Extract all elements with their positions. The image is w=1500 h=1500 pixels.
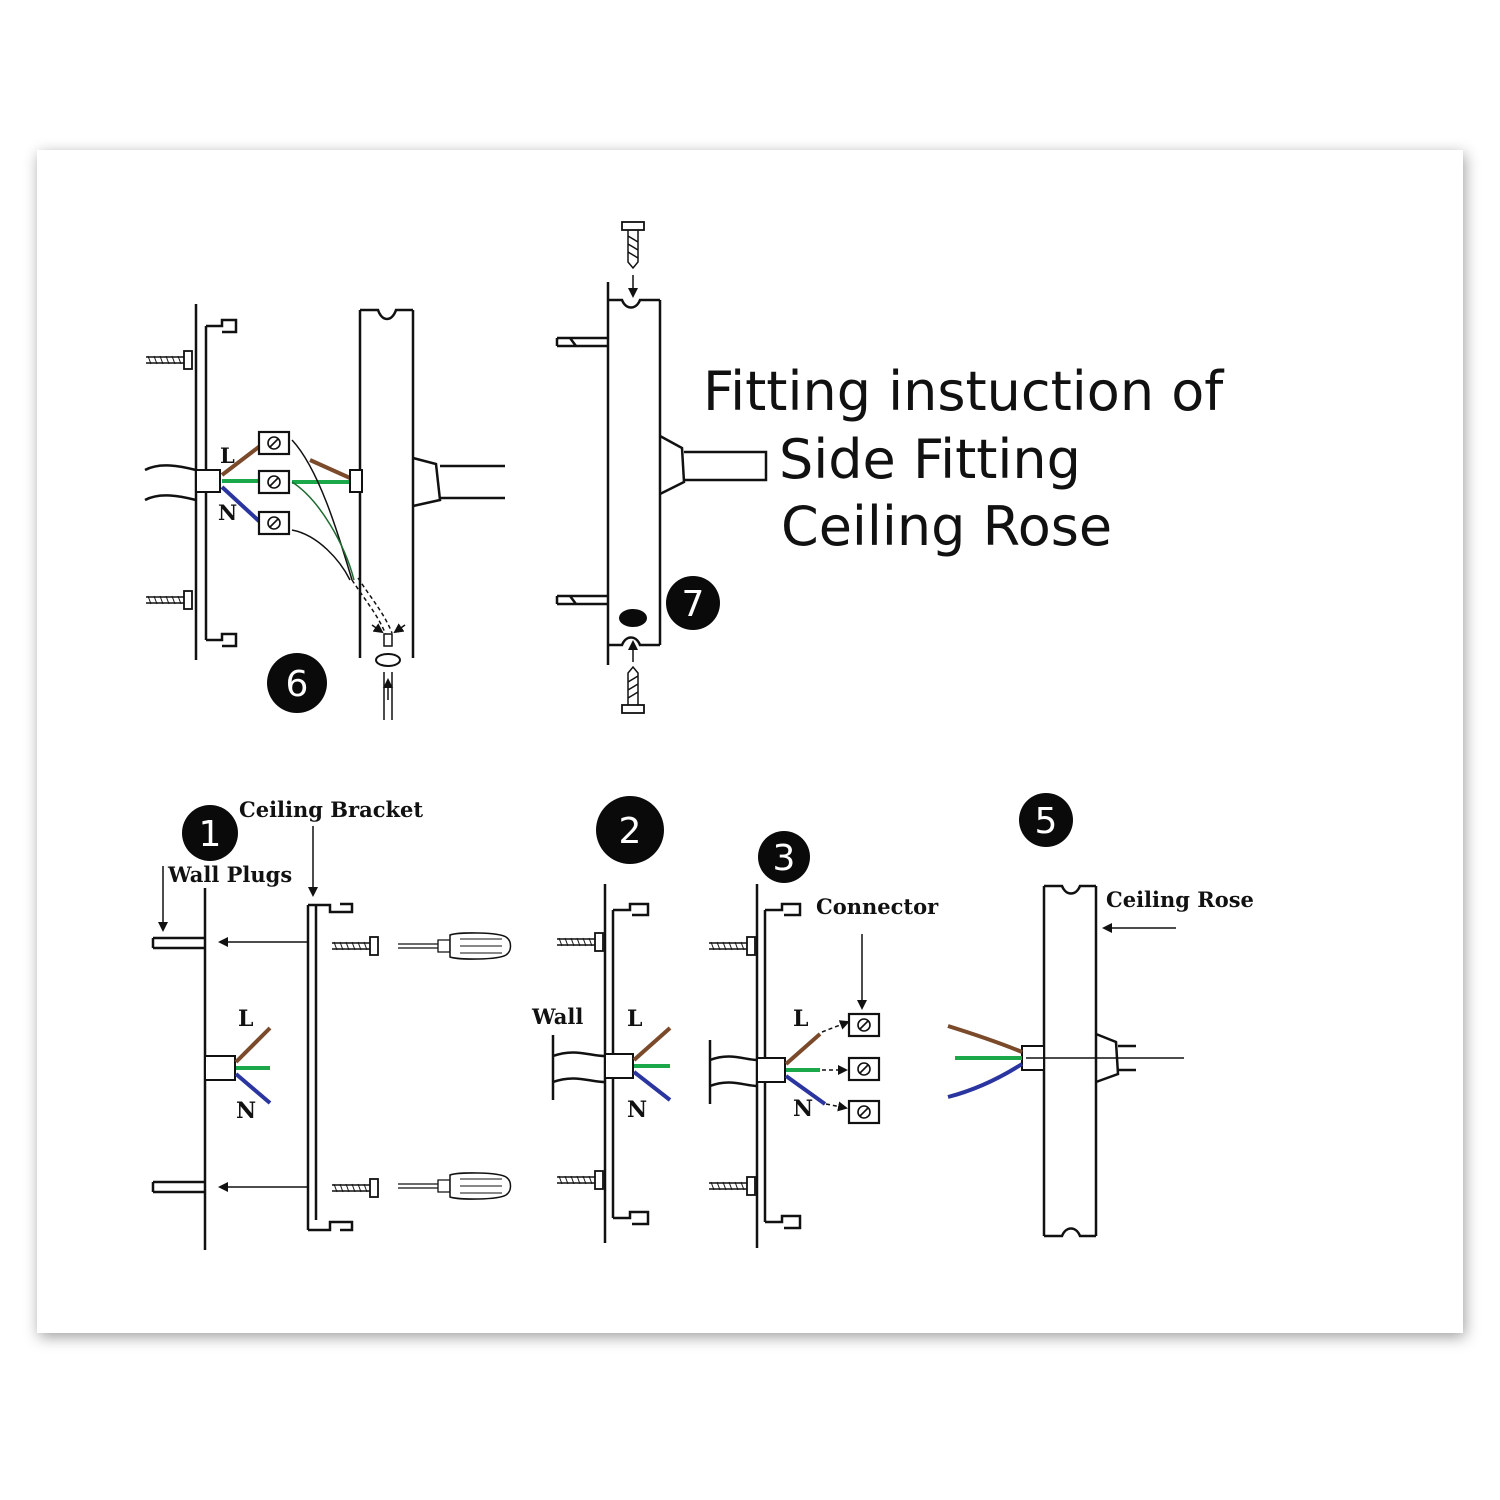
- step-3-number: 3: [773, 838, 796, 879]
- step-1-diagram: [151, 826, 512, 1250]
- step-6-diagram: [144, 304, 505, 720]
- title-line-1: Fitting instuction of: [703, 360, 1225, 423]
- ceiling-bracket-label: Ceiling Bracket: [239, 797, 423, 822]
- step-3-diagram: [708, 884, 881, 1248]
- step-6-live-label: L: [220, 443, 235, 468]
- step-6-neutral-label: N: [218, 500, 237, 525]
- step-2-diagram: [551, 884, 672, 1243]
- step-6-number: 6: [286, 664, 309, 705]
- step-1-badge: [182, 805, 238, 861]
- step-3-live-label: L: [793, 1006, 808, 1032]
- connector-label: Connector: [816, 894, 939, 919]
- step-5-diagram: [947, 884, 1184, 1238]
- step-2-number: 2: [619, 811, 642, 852]
- step-2-neutral-label: N: [627, 1097, 647, 1123]
- title-line-3: Ceiling Rose: [781, 495, 1112, 558]
- step-2-badge: [596, 796, 664, 864]
- step-5-number: 5: [1035, 801, 1058, 842]
- step-7-diagram: [555, 221, 768, 714]
- step-1-number: 1: [199, 814, 222, 855]
- wall-plugs-label: Wall Plugs: [167, 862, 292, 887]
- step-2-live-label: L: [627, 1006, 642, 1032]
- step-5-badge: [1019, 793, 1073, 847]
- instruction-card: [37, 150, 1463, 1333]
- step-7-number: 7: [682, 584, 705, 625]
- step-3-neutral-label: N: [793, 1096, 813, 1122]
- step-6-badge: [267, 653, 327, 713]
- step-3-badge: [758, 831, 810, 883]
- step-7-badge: [666, 576, 720, 630]
- wall-label: Wall: [531, 1004, 583, 1029]
- step-1-neutral-label: N: [236, 1098, 256, 1124]
- title-line-2: Side Fitting: [779, 428, 1081, 491]
- step-1-live-label: L: [238, 1006, 253, 1032]
- ceiling-rose-label: Ceiling Rose: [1106, 887, 1254, 912]
